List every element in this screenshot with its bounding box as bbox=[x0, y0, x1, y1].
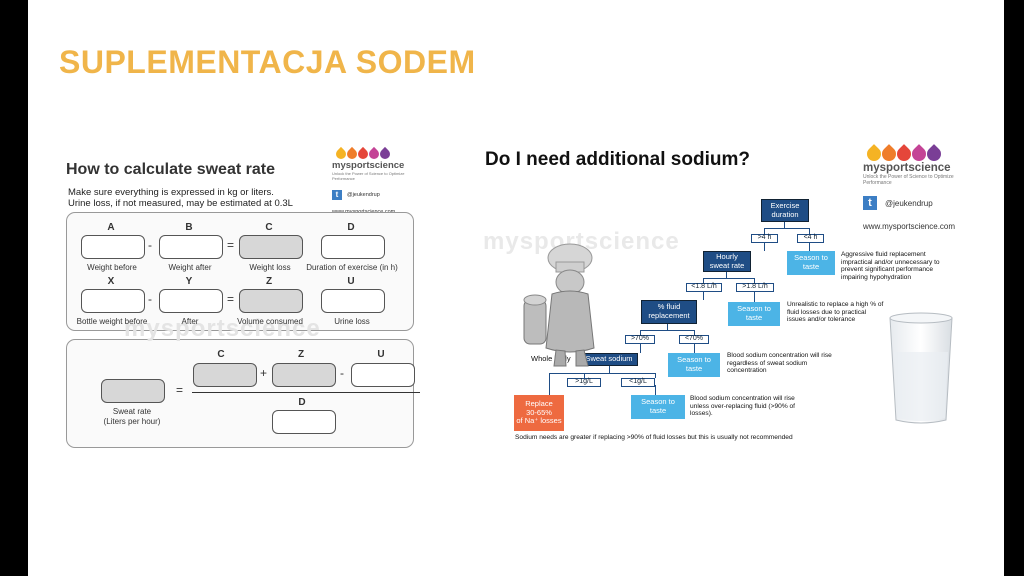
box-duration bbox=[321, 235, 385, 259]
box-weight-loss bbox=[239, 235, 303, 259]
formula-box-d bbox=[272, 410, 336, 434]
twitter-icon: t bbox=[332, 190, 342, 200]
sweat-rate-panel: How to calculate sweat rate Make sure ev… bbox=[64, 145, 420, 448]
sweat-rate-title: How to calculate sweat rate bbox=[66, 161, 275, 178]
caption-duration: Duration of exercise (in h) bbox=[306, 263, 398, 272]
box-volume-consumed bbox=[239, 289, 303, 313]
box-bottle-before bbox=[81, 289, 145, 313]
formula-letter-c: C bbox=[217, 349, 225, 360]
node-replace-na-losses: Replace 30-65% of Na⁺ losses bbox=[514, 395, 564, 431]
node-season-to-taste-2: Season to taste bbox=[728, 302, 780, 326]
letter-z: Z bbox=[265, 276, 273, 287]
logo-handle-right: @jeukendrup bbox=[885, 198, 933, 208]
formula-box-c bbox=[193, 363, 257, 387]
watermark-left: mysportscience bbox=[124, 315, 321, 342]
letter-d: D bbox=[347, 222, 355, 233]
minus-sign-2: - bbox=[148, 292, 152, 306]
mysportscience-logo-left: mysportscience Unlock the Power of Scien… bbox=[332, 146, 412, 215]
letter-y: Y bbox=[185, 276, 193, 287]
node-gt-1g: >1g/L bbox=[567, 378, 601, 387]
logo-dots bbox=[333, 146, 412, 162]
mysportscience-logo-right: mysportscience Unlock the Power of Scien… bbox=[863, 144, 969, 231]
box-bottle-after bbox=[159, 289, 223, 313]
text-blood-sodium-1: Blood sodium concentration will rise reg… bbox=[727, 352, 832, 375]
node-hourly-sweat-rate: Hourly sweat rate bbox=[703, 251, 751, 272]
letter-c: C bbox=[265, 222, 273, 233]
sweat-rate-box bbox=[101, 379, 165, 403]
caption-weight-before: Weight before bbox=[87, 263, 137, 272]
minus-sign: - bbox=[148, 238, 152, 252]
box-urine-loss bbox=[321, 289, 385, 313]
twitter-icon-right: t bbox=[863, 196, 877, 210]
caption-bottle-before: Bottle weight before bbox=[76, 317, 148, 326]
sweat-rate-note-2: Urine loss, if not measured, may be esti… bbox=[68, 198, 293, 209]
node-lt-4h: <4 h bbox=[797, 234, 824, 243]
logo-handle: @jeukendrup bbox=[347, 192, 380, 198]
equals-sign-3: = bbox=[176, 383, 184, 397]
logo-word-right: mysportscience bbox=[863, 162, 951, 174]
equals-sign: = bbox=[227, 238, 235, 252]
plus-sign: + bbox=[260, 366, 268, 380]
sweat-rate-note-1: Make sure everything is expressed in kg … bbox=[68, 187, 274, 198]
slide: SUPLEMENTACJA SODEM How to calculate swe… bbox=[28, 0, 1004, 576]
text-footer-note: Sodium needs are greater if replacing >9… bbox=[515, 434, 793, 441]
salt-shaker-chef-illustration bbox=[523, 243, 595, 367]
node-pct-fluid-replacement: % fluid replacement bbox=[641, 300, 697, 324]
caption-volume-consumed: Volume consumed bbox=[237, 317, 303, 326]
caption-weight-loss: Weight loss bbox=[249, 263, 291, 272]
node-lt-70: <70% bbox=[679, 335, 709, 344]
logo-tagline-right: Unlock the Power of Science to Optimize … bbox=[863, 174, 954, 186]
sodium-title: Do I need additional sodium? bbox=[485, 149, 750, 170]
minus-sign-3: - bbox=[340, 366, 344, 380]
text-unrealistic: Unrealistic to replace a high % of fluid… bbox=[787, 301, 884, 324]
fraction-line bbox=[192, 392, 420, 393]
letter-u: U bbox=[347, 276, 355, 287]
letter-x: X bbox=[107, 276, 115, 287]
logo-word: mysportscience bbox=[332, 160, 405, 171]
slide-title: SUPLEMENTACJA SODEM bbox=[59, 44, 476, 80]
formula-box-z bbox=[272, 363, 336, 387]
formula-letter-z: Z bbox=[297, 349, 305, 360]
formula-letter-d: D bbox=[298, 397, 306, 408]
formula-box-u bbox=[351, 363, 415, 387]
equals-sign-2: = bbox=[227, 292, 235, 306]
node-season-to-taste-3: Season to taste bbox=[668, 353, 720, 377]
node-lt-1g: <1g/L bbox=[621, 378, 655, 387]
formula-letter-u: U bbox=[377, 349, 385, 360]
logo-tagline: Unlock the Power of Science to Optimize … bbox=[332, 171, 405, 181]
node-exercise-duration: Exercise duration bbox=[761, 199, 809, 222]
node-season-to-taste-4: Season to taste bbox=[631, 395, 685, 419]
caption-weight-after: Weight after bbox=[168, 263, 212, 272]
letter-b: B bbox=[185, 222, 193, 233]
node-lt-1-8: <1.8 L/h bbox=[686, 283, 722, 292]
logo-url-right: www.mysportscience.com bbox=[863, 222, 956, 231]
box-weight-after bbox=[159, 235, 223, 259]
sweat-rate-caption: Sweat rate (Liters per hour) bbox=[103, 407, 161, 426]
text-aggressive-fluid: Aggressive fluid replacement impractical… bbox=[841, 251, 940, 281]
letter-a: A bbox=[107, 222, 115, 233]
node-season-to-taste-1: Season to taste bbox=[787, 251, 835, 275]
node-gt-1-8: >1.8 L/h bbox=[736, 283, 774, 292]
node-gt-4h: >4 h bbox=[751, 234, 778, 243]
node-gt-70: >70% bbox=[625, 335, 655, 344]
caption-after: After bbox=[181, 317, 199, 326]
caption-urine-loss: Urine loss bbox=[334, 317, 370, 326]
water-glass-illustration bbox=[889, 312, 953, 424]
box-weight-before bbox=[81, 235, 145, 259]
label-whole-body: Whole body bbox=[531, 354, 571, 363]
text-blood-sodium-2: Blood sodium concentration will rise unl… bbox=[690, 395, 796, 418]
logo-dots-right bbox=[864, 144, 969, 164]
